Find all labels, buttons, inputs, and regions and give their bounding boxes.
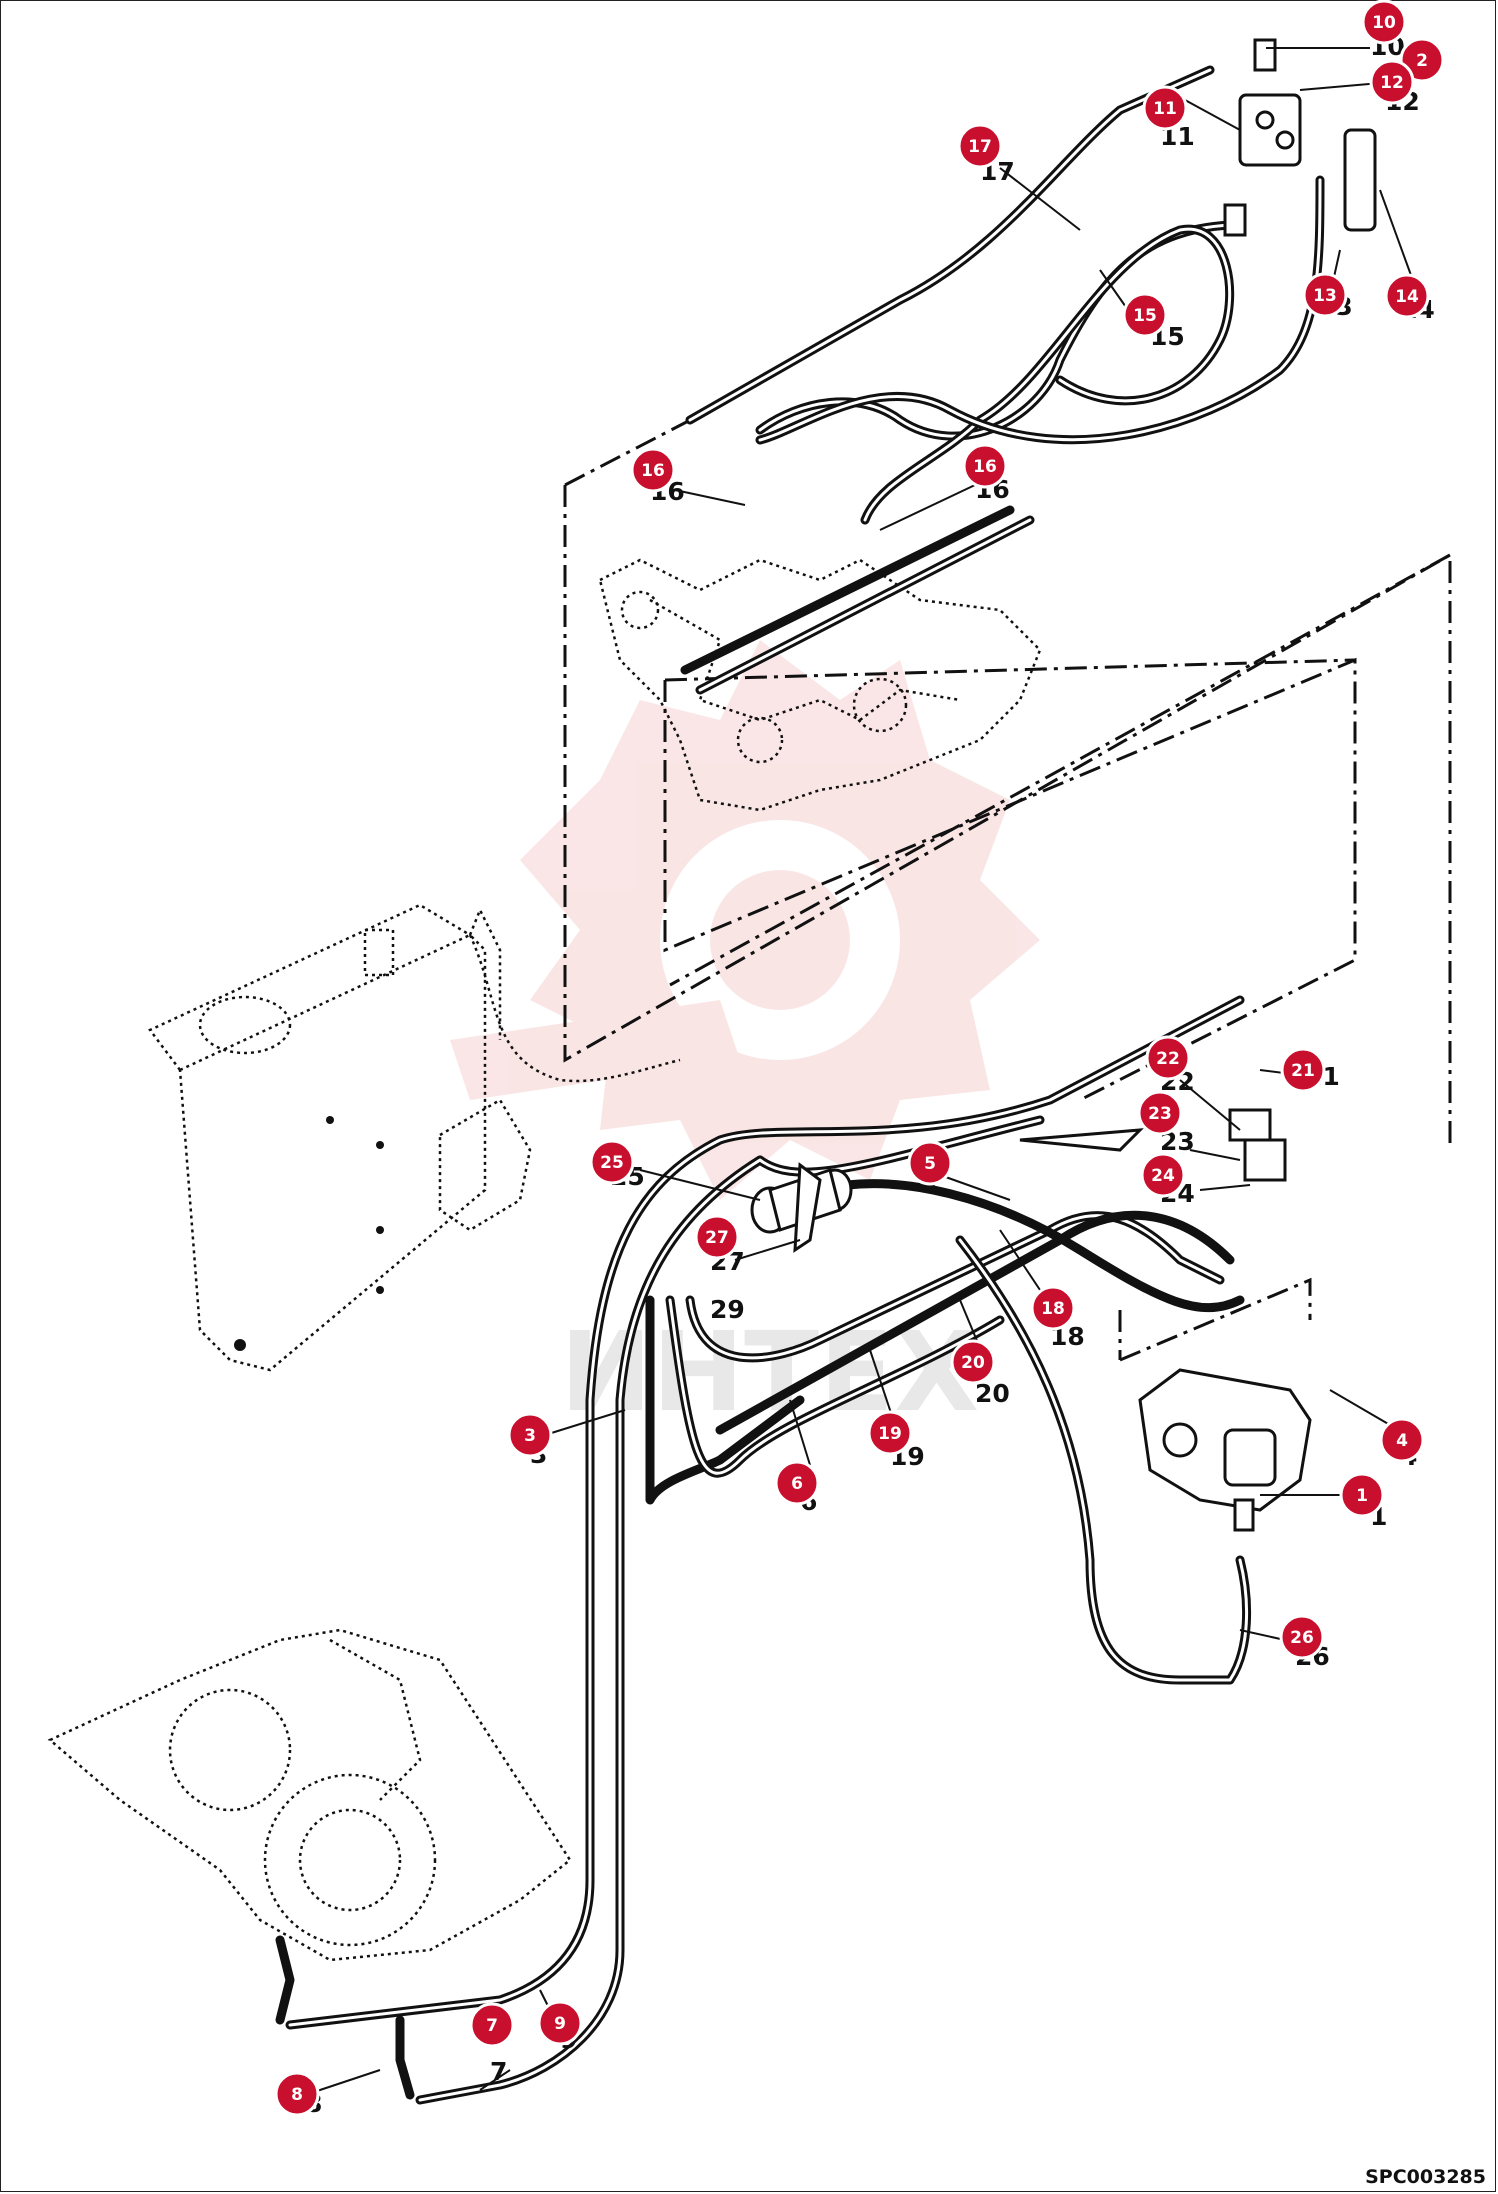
callout-6[interactable]: 6 [774,1460,820,1506]
callout-3[interactable]: 3 [507,1412,553,1458]
svg-text:26: 26 [1290,1628,1314,1648]
callout-22[interactable]: 22 [1145,1035,1191,1081]
callout-20[interactable]: 20 [950,1339,996,1385]
part-label-7: 7 [490,2057,507,2086]
callout-1[interactable]: 1 [1339,1472,1385,1518]
callout-10[interactable]: 10 [1361,0,1407,45]
svg-text:27: 27 [705,1228,729,1248]
callout-23[interactable]: 23 [1137,1090,1183,1136]
svg-text:9: 9 [554,2014,566,2034]
svg-text:5: 5 [924,1154,936,1174]
callout-12[interactable]: 12 [1369,59,1415,105]
svg-text:24: 24 [1151,1166,1175,1186]
drive-axle-assembly [47,1628,572,1962]
callout-11[interactable]: 11 [1142,85,1188,131]
callout-8[interactable]: 8 [274,2071,320,2117]
svg-text:16: 16 [973,457,997,477]
svg-text:15: 15 [1133,306,1157,326]
svg-text:12: 12 [1380,73,1404,93]
svg-text:2: 2 [1416,51,1428,71]
hydraulic-pump [1138,1368,1312,1532]
hydraulic-tank [148,903,532,1372]
callout-15[interactable]: 15 [1122,292,1168,338]
callout-19[interactable]: 19 [867,1410,913,1456]
lower-hose-group [275,995,1252,2105]
diagram-code: SPC003285 [1365,2166,1486,2188]
svg-text:1: 1 [1356,1486,1368,1506]
svg-text:6: 6 [791,1474,803,1494]
svg-text:4: 4 [1396,1431,1408,1451]
svg-text:14: 14 [1395,287,1419,307]
callout-14[interactable]: 14 [1384,273,1430,319]
callout-7[interactable]: 7 [469,2002,515,2048]
callout-2[interactable]: 2 [1399,37,1445,83]
svg-text:25: 25 [600,1153,624,1173]
svg-text:3: 3 [524,1426,536,1446]
callout-5[interactable]: 5 [907,1140,953,1186]
svg-text:19: 19 [878,1424,902,1444]
control-valve-small [1019,1108,1287,1182]
callout-16-left[interactable]: 16 [630,447,676,493]
svg-text:11: 11 [1153,99,1177,119]
svg-text:23: 23 [1148,1104,1172,1124]
pressure-filter [750,1162,853,1253]
callout-18[interactable]: 18 [1030,1285,1076,1331]
callout-27[interactable]: 27 [694,1214,740,1260]
svg-text:10: 10 [1372,13,1396,33]
svg-text:8: 8 [291,2085,303,2105]
cab-panel-outline [563,413,1452,1362]
svg-text:18: 18 [1041,1299,1065,1319]
svg-text:17: 17 [968,137,992,157]
svg-text:22: 22 [1156,1049,1180,1069]
svg-text:7: 7 [486,2016,498,2036]
callout-17[interactable]: 17 [957,123,1003,169]
pilot-valve-block [1223,38,1377,237]
callout-4[interactable]: 4 [1379,1417,1425,1463]
part-label-29: 29 [710,1295,745,1324]
callout-9[interactable]: 9 [537,2000,583,2046]
callout-24[interactable]: 24 [1140,1152,1186,1198]
callout-21[interactable]: 21 [1280,1047,1326,1093]
svg-text:21: 21 [1291,1061,1315,1081]
svg-text:20: 20 [961,1353,985,1373]
callout-13[interactable]: 13 [1302,272,1348,318]
callout-26[interactable]: 26 [1279,1614,1325,1660]
part-label-20: 20 [975,1379,1010,1408]
svg-text:13: 13 [1313,286,1337,306]
callout-16-right[interactable]: 16 [962,443,1008,489]
callout-25[interactable]: 25 [589,1139,635,1185]
svg-text:16: 16 [641,461,665,481]
callout-markers: 10 2 12 11 17 13 14 15 16 16 22 21 23 24… [274,0,1445,2117]
